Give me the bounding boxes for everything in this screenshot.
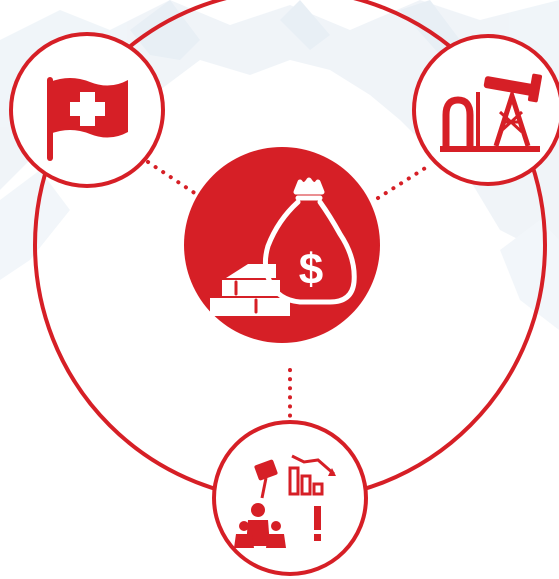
node-circle [412, 34, 559, 186]
node-top-right [412, 34, 559, 186]
node-bottom [212, 420, 368, 576]
connector-top-right [376, 163, 432, 200]
money-bag-gold-bars-icon: $ [210, 177, 357, 316]
center-node: $ [184, 147, 380, 343]
oil-pumpjack-icon [440, 73, 543, 152]
node-circle [212, 420, 368, 576]
node-top-left [9, 32, 165, 188]
connector-lines [146, 160, 432, 420]
swiss-flag-icon [47, 77, 128, 161]
connector-top-left [146, 160, 204, 200]
svg-text:$: $ [299, 245, 323, 294]
protest-falling-chart-icon [234, 454, 336, 548]
